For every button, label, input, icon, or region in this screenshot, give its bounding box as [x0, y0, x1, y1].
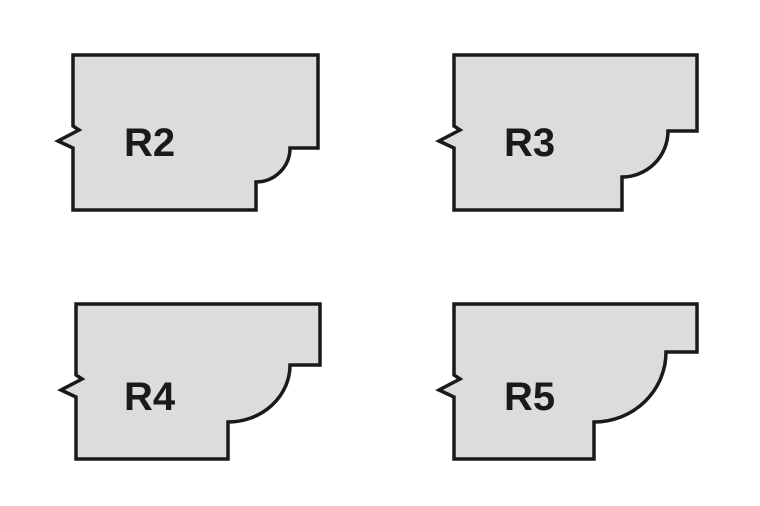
profile-r5-label: R5: [504, 375, 555, 419]
profile-r5: R5: [435, 302, 699, 461]
profile-r4-shape: [57, 302, 322, 461]
profile-r3-label: R3: [504, 121, 555, 165]
profile-r2-shape: [54, 53, 320, 212]
profile-r5-shape: [435, 302, 699, 461]
profile-r2-label: R2: [124, 121, 175, 165]
profile-r3-shape: [435, 53, 699, 212]
profile-r4: R4: [57, 302, 322, 461]
profile-r4-label: R4: [124, 375, 176, 419]
profile-r3: R3: [435, 53, 699, 212]
profile-r2: R2: [54, 53, 320, 212]
